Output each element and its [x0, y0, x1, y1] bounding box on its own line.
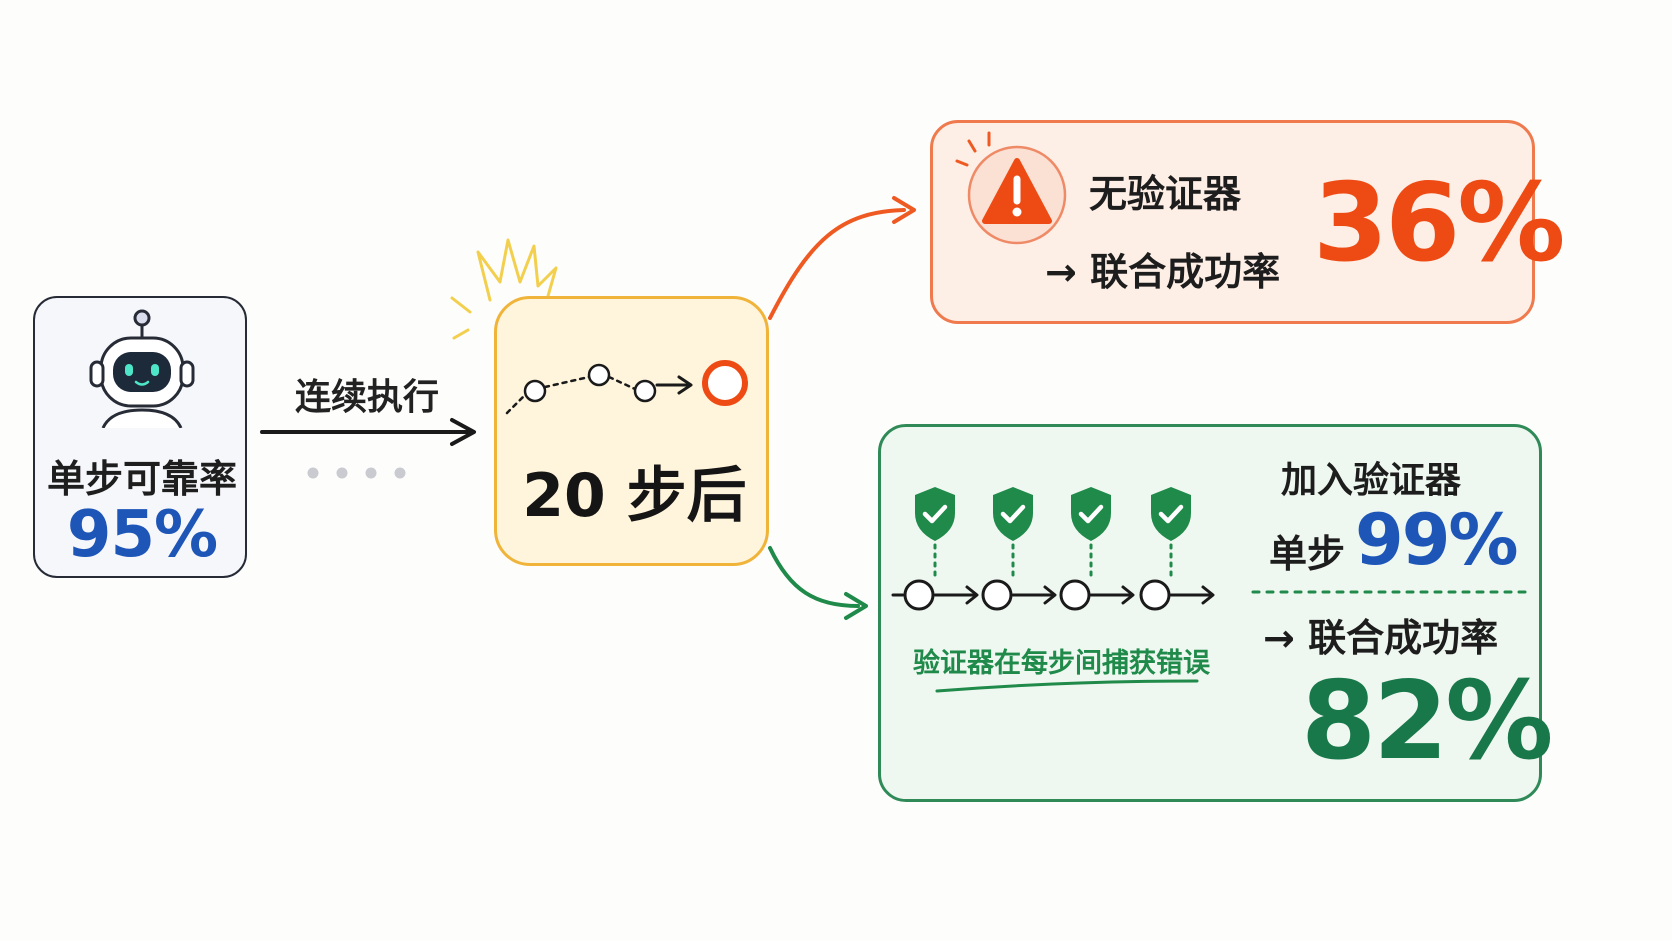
- no-verifier-card: 无验证器 → 联合成功率 36%: [930, 120, 1566, 324]
- with-verifier-success-value: 82%: [1301, 659, 1554, 784]
- no-verifier-title: 无验证器: [1089, 172, 1242, 216]
- success-arrow: [768, 546, 868, 620]
- shield-check-icon: [1151, 487, 1191, 583]
- with-verifier-success-label: → 联合成功率: [1263, 616, 1499, 660]
- progress-dots: [307, 467, 406, 479]
- no-verifier-success-label: → 联合成功率: [1045, 250, 1281, 294]
- robot-icon: [89, 309, 195, 428]
- with-verifier-card: 验证器在每步间捕获错误 加入验证器 单步 99% → 联合成功率 82%: [878, 424, 1554, 802]
- warning-icon: [955, 131, 1067, 245]
- step-chain: [891, 579, 1215, 611]
- after-steps-card: 20 步后: [494, 296, 769, 566]
- verifier-caption: 验证器在每步间捕获错误: [913, 648, 1210, 679]
- shield-check-icon: [993, 487, 1033, 583]
- after-steps-label: 20 步后: [522, 461, 747, 531]
- divider: [1251, 590, 1531, 594]
- robot-card-label: 单步可靠率: [46, 457, 237, 501]
- caption-underline: [935, 679, 1199, 693]
- shield-check-icon: [1071, 487, 1111, 583]
- robot-card: 单步可靠率 95%: [33, 296, 247, 578]
- chain-failure-icon: [505, 360, 748, 415]
- burst-icon: [450, 238, 558, 340]
- execute-label: 连续执行: [294, 377, 439, 418]
- verified-chain: [891, 487, 1215, 611]
- fail-arrow: [768, 196, 916, 320]
- single-step-label: 单步: [1269, 532, 1346, 576]
- single-step-value: 99%: [1355, 499, 1519, 581]
- with-verifier-title: 加入验证器: [1281, 460, 1462, 501]
- execute-arrow: [260, 418, 476, 446]
- shield-check-icon: [915, 487, 955, 583]
- no-verifier-success-value: 36%: [1313, 161, 1566, 286]
- robot-card-value: 95%: [66, 498, 218, 572]
